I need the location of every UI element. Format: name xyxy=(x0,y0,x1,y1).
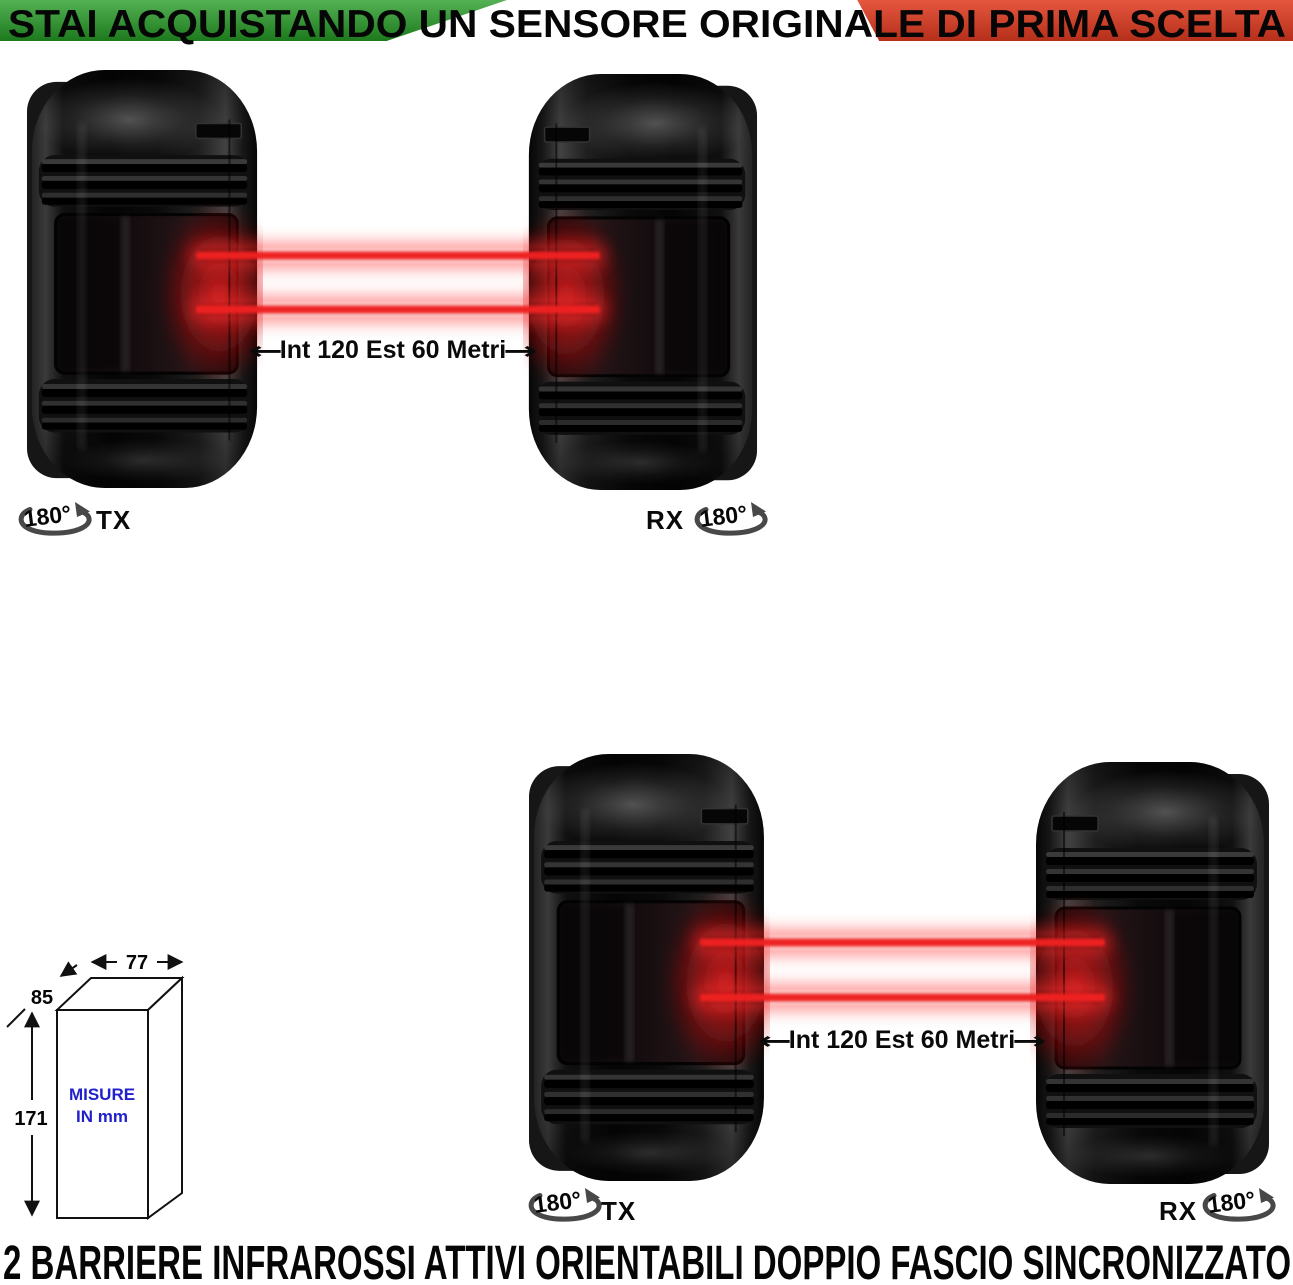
infrared-beam-top-2 xyxy=(196,303,600,316)
rotation-180-icon: 180° xyxy=(524,1184,608,1228)
box-front-face xyxy=(56,1009,149,1219)
sensor-rx-top-image xyxy=(523,70,758,494)
rotation-180-icon: 180° xyxy=(1198,1184,1282,1228)
arrow-right-icon: → xyxy=(503,336,538,365)
dim-height-label: 171 xyxy=(14,1108,47,1130)
top-banner xyxy=(0,0,1293,41)
measure-note-line2: IN mm xyxy=(76,1107,128,1126)
dim-width-label: 77 xyxy=(126,952,148,974)
box-right-face xyxy=(147,975,183,1220)
arrow-right-icon: → xyxy=(1012,1026,1047,1055)
caption-text: 2 BARRIERE INFRAROSSI ATTIVI ORIENTABILI… xyxy=(3,1237,1291,1285)
sensor-rx-bottom-image xyxy=(1030,758,1270,1188)
beam-range-text: Int 120 Est 60 Metri xyxy=(279,336,507,364)
top-banner-text: STAI ACQUISTANDO UN SENSORE ORIGINALE DI… xyxy=(8,3,1286,46)
tx-label: TX xyxy=(96,505,132,535)
bottom-caption: 2 BARRIERE INFRAROSSI ATTIVI ORIENTABILI… xyxy=(3,1237,1291,1285)
rotation-degrees-label: 180° xyxy=(698,500,748,532)
banner-text: STAI ACQUISTANDO UN SENSORE ORIGINALE DI… xyxy=(8,3,1286,46)
infrared-beam-top-1 xyxy=(196,249,600,262)
rotation-180-icon: 180° xyxy=(14,498,98,542)
arrow-left-icon: ← xyxy=(248,336,283,365)
infrared-beam-bottom-1 xyxy=(700,936,1105,949)
rotation-180-icon: 180° xyxy=(690,498,774,542)
italian-flag-red-stripe xyxy=(857,0,1293,41)
dimension-diagram: 77 85 171 MISURE IN mm xyxy=(6,952,185,1220)
sensor-tx-top-image xyxy=(26,66,263,492)
measure-note-line1: MISURE xyxy=(69,1085,135,1104)
arrow-left-icon: ← xyxy=(757,1026,792,1055)
infrared-beam-bottom-2 xyxy=(700,991,1105,1004)
rx-label: RX xyxy=(646,505,685,535)
rx-label: RX xyxy=(1159,1196,1198,1226)
rotation-degrees-label: 180° xyxy=(22,500,72,532)
beam-range-label-bottom: ← Int 120 Est 60 Metri → xyxy=(758,1026,1047,1055)
tx-label: TX xyxy=(601,1196,637,1226)
sensor-tx-bottom-image xyxy=(528,750,770,1185)
beam-range-label-top: ← Int 120 Est 60 Metri → xyxy=(249,336,538,365)
dim-depth-label: 85 xyxy=(31,987,53,1009)
beam-range-text: Int 120 Est 60 Metri xyxy=(788,1026,1016,1054)
rotation-degrees-label: 180° xyxy=(532,1186,582,1218)
rotation-degrees-label: 180° xyxy=(1206,1186,1256,1218)
